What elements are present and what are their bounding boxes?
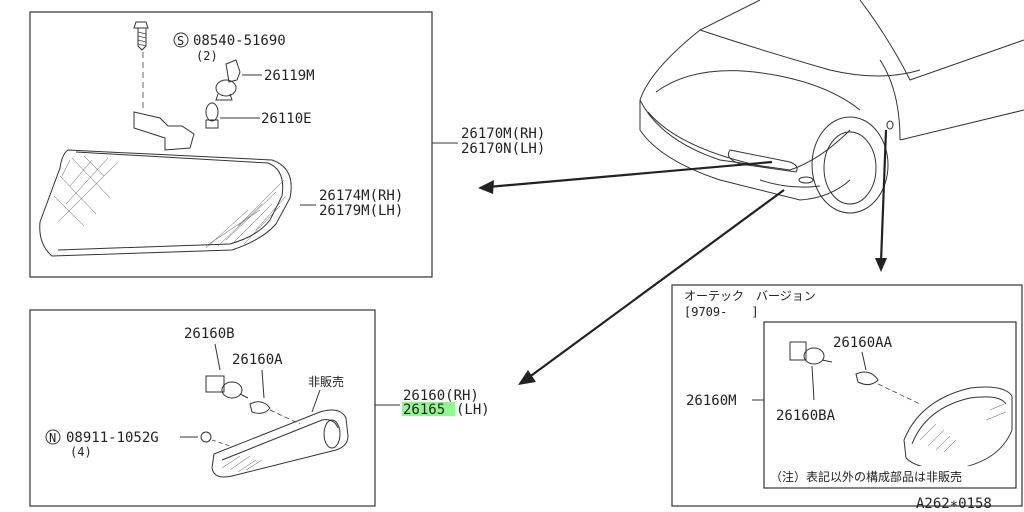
side-marker-frame <box>29 309 376 507</box>
nut-part-number: 08911-1052G <box>66 430 159 446</box>
bulb-part-number-autech: 26160AA <box>833 335 893 351</box>
autech-inner-frame <box>763 321 1017 489</box>
nut-quantity: (4) <box>70 445 92 459</box>
side-marker-assembly-lh-code: 26165 <box>403 402 445 418</box>
bulb-icon <box>205 102 219 129</box>
front-lamp-assembly-rh: 26170M(RH) <box>461 126 545 142</box>
n-mark-icon <box>45 429 61 445</box>
side-marker-assembly-lh-suffix: (LH) <box>456 402 490 418</box>
autech-outer-frame <box>671 284 1023 507</box>
front-lamp-panel: S 08540-51690 (2) 26119M 26110E <box>29 11 433 278</box>
nut-icon <box>200 431 231 447</box>
s-mark-label: S <box>177 34 184 48</box>
side-marker-lamp-icon <box>903 386 1013 470</box>
screw-quantity: (2) <box>196 49 218 63</box>
pointer-arrows <box>478 129 888 385</box>
socket-part-number-autech: 26160BA <box>776 408 836 424</box>
screw-icon <box>133 21 149 108</box>
front-lamp-frame <box>29 11 433 278</box>
front-lamp-assembly-lh: 26170N(LH) <box>461 141 545 157</box>
front-lamp-housing-icon <box>39 111 292 257</box>
socket-icon <box>789 341 833 365</box>
highlight-26165 <box>402 402 455 416</box>
socket-part-number-side: 26160B <box>184 326 235 342</box>
assembly-part-number-autech: 26160M <box>686 393 737 409</box>
s-mark-icon <box>173 32 189 48</box>
n-mark-label: N <box>49 431 56 445</box>
car-front-icon <box>639 0 1024 214</box>
bulb-icon <box>249 401 301 425</box>
arrow-head-icon <box>518 370 536 385</box>
bulb-part-number: 26110E <box>261 111 312 127</box>
version-title: オーテック バージョン <box>684 289 816 303</box>
diagram-code: A262∗0158 <box>916 496 992 512</box>
lens-part-number-lh: 26179M(LH) <box>319 203 403 219</box>
side-marker-panel: 26160B 26160A 非販売 N 08911-1052G (4) <box>29 309 376 507</box>
autech-version-panel: オーテック バージョン [9709- ] 26160AA 26160BA 261… <box>671 284 1023 507</box>
socket-icon <box>205 375 249 399</box>
bulb-part-number-side: 26160A <box>232 352 283 368</box>
screw-part-number: 08540-51690 <box>193 33 286 49</box>
bulb-icon <box>855 371 921 405</box>
arrow-head-icon <box>478 180 494 194</box>
version-date: [9709- ] <box>684 305 759 319</box>
socket-icon <box>215 59 241 101</box>
note-background <box>768 466 1014 486</box>
not-sold-label: 非販売 <box>308 374 344 389</box>
arrow-head-icon <box>875 258 887 272</box>
not-sold-note: （注）表記以外の構成部品は非販売 <box>770 469 962 484</box>
side-marker-assembly-rh: 26160(RH) <box>403 388 479 404</box>
socket-part-number: 26119M <box>264 68 315 84</box>
lens-part-number-rh: 26174M(RH) <box>319 188 403 204</box>
side-marker-lamp-icon <box>211 409 349 478</box>
